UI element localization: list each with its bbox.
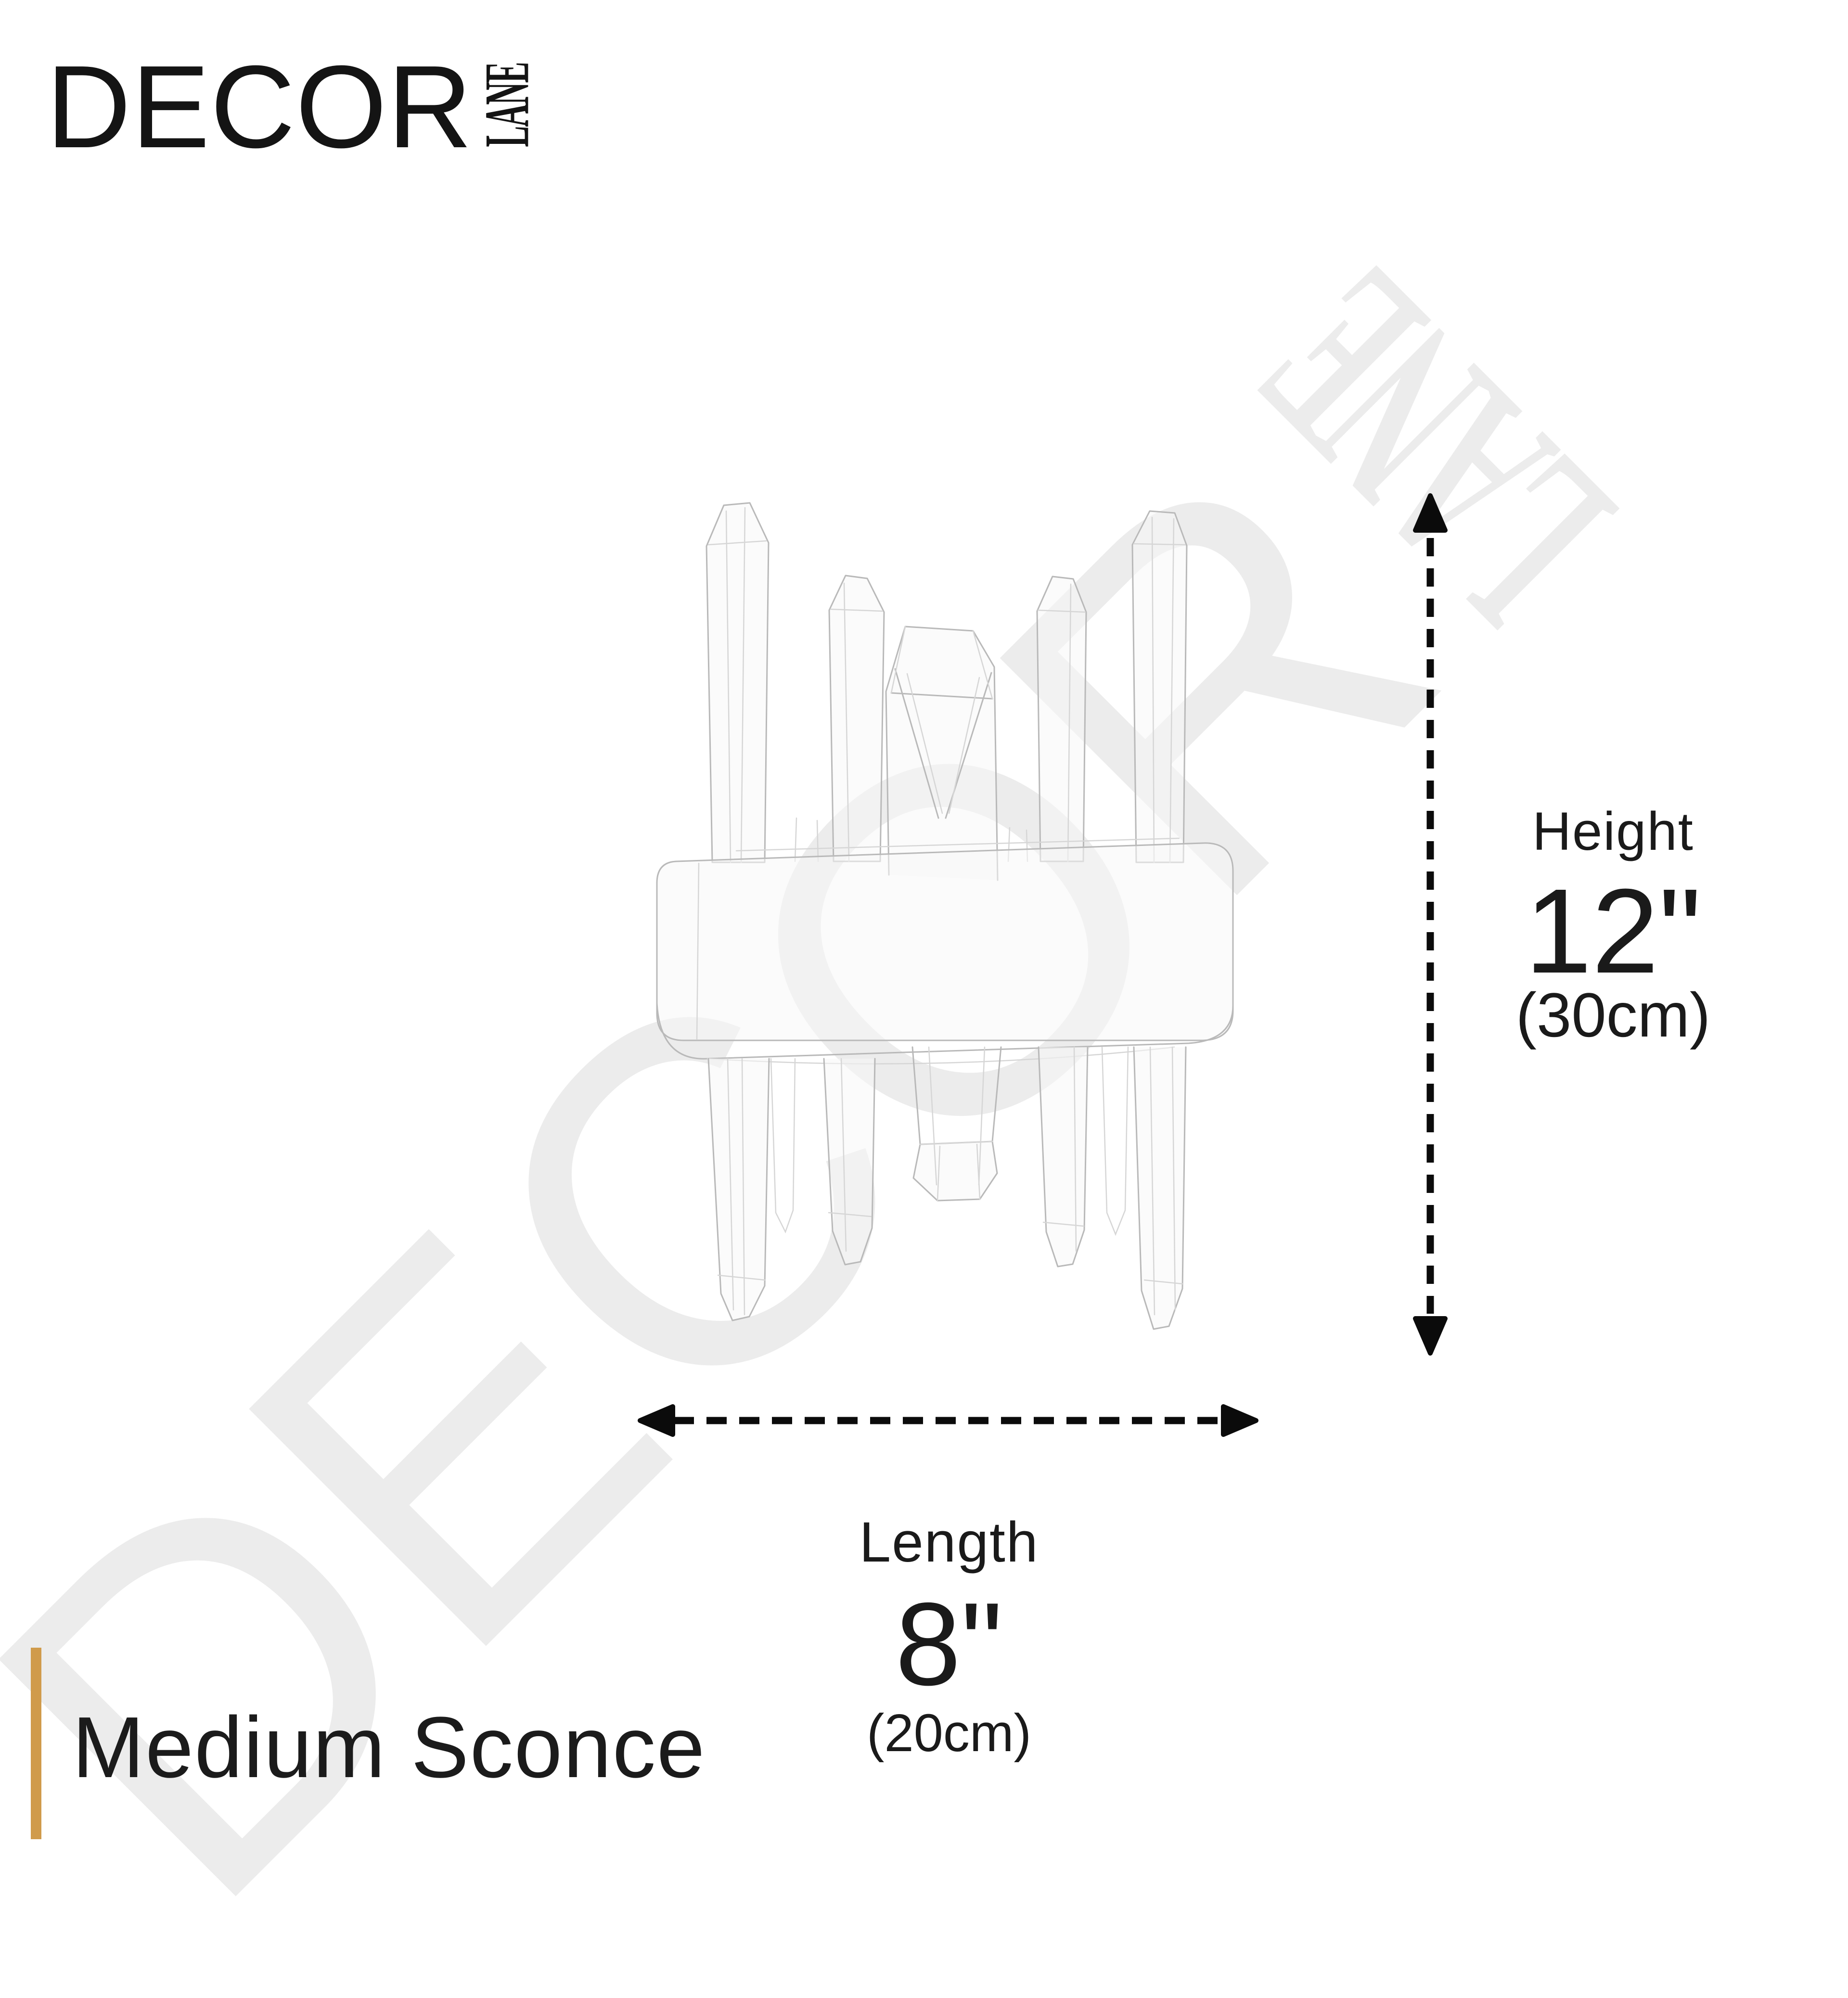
product-diagram [638,493,1448,1437]
brand-logo: DECOR LANE [46,41,542,172]
sconce-line-drawing [656,502,1234,1330]
brand-sub-text: LANE [471,63,542,147]
length-metric: (20cm) [866,1703,1032,1763]
height-arrow-icon [1413,493,1448,1356]
height-metric: (30cm) [1515,980,1711,1050]
length-value: 8" [895,1578,1003,1710]
accent-bar [31,1648,41,1839]
length-label: Length [859,1511,1039,1574]
height-label: Height [1532,801,1694,861]
height-value: 12" [1525,864,1702,998]
length-arrow-icon [638,1404,1258,1437]
brand-sub-text-wrap: LANE [472,61,542,149]
brand-name-text: DECOR [46,41,473,172]
product-title: Medium Sconce [72,1699,706,1796]
